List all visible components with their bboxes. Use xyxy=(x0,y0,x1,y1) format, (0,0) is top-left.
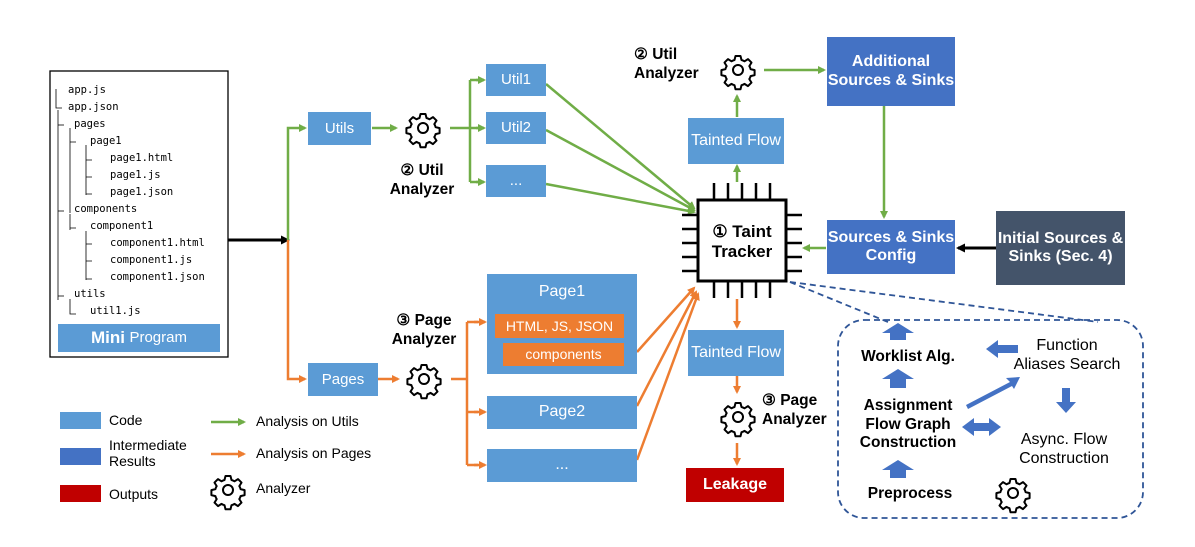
mini-program-label: Mini Program xyxy=(58,324,220,352)
program-label: Program xyxy=(129,329,187,347)
tree-item: page1 xyxy=(90,135,122,147)
tree-item: component1 xyxy=(90,220,154,232)
util-analyzer-top-gear-icon xyxy=(720,55,756,91)
page1-files: HTML, JS, JSON xyxy=(495,314,624,338)
legend-outputs-swatch xyxy=(60,485,101,502)
util-analyzer-label: ② Util Analyzer xyxy=(389,162,455,198)
worklist-alg-label: Worklist Alg. xyxy=(861,348,955,365)
legend-analysis-utils-label: Analysis on Utils xyxy=(256,413,359,429)
page1-title: Page1 xyxy=(538,282,586,300)
function-aliases-label: Function Aliases Search xyxy=(1013,337,1121,374)
assignment-flow-label: Assignment Flow Graph Construction xyxy=(859,397,957,452)
pages-to-tracker-arrows xyxy=(635,286,700,461)
tree-item: component1.html xyxy=(110,237,205,249)
util-more-node: ... xyxy=(486,165,546,197)
detail-block-arrows xyxy=(882,323,1076,478)
page-analyzer-gear-icon xyxy=(406,364,442,400)
util1-node: Util1 xyxy=(486,64,546,96)
tree-item: app.json xyxy=(68,101,119,113)
preprocess-label: Preprocess xyxy=(867,485,953,502)
tree-item: page1.json xyxy=(110,186,174,198)
file-tree-lines xyxy=(55,89,92,315)
tracker-detail-dashed-left xyxy=(789,281,889,323)
legend-gear-icon xyxy=(210,475,246,511)
pages-node: Pages xyxy=(308,363,378,396)
legend-code-label: Code xyxy=(109,412,143,428)
mini-label: Mini xyxy=(91,328,125,348)
tree-item: util1.js xyxy=(90,305,141,317)
page-analyzer-label: ③ Page Analyzer xyxy=(391,312,457,348)
additional-sources-node: Additional Sources & Sinks xyxy=(827,37,955,106)
green-branch-utils xyxy=(286,124,307,240)
tree-item: component1.js xyxy=(110,254,193,266)
tree-item: page1.html xyxy=(110,152,174,164)
page1-node: Page1 HTML, JS, JSON components xyxy=(487,274,637,374)
page-analyzer-bottom-label: ③ Page Analyzer xyxy=(762,392,827,428)
mini-program-panel xyxy=(49,70,229,358)
util-analyzer-top-label: ② Util Analyzer xyxy=(634,46,699,82)
tree-item: components xyxy=(74,203,138,215)
tree-item: utils xyxy=(74,288,106,300)
legend-outputs-label: Outputs xyxy=(109,486,159,502)
detail-gear-icon xyxy=(995,478,1031,514)
legend-intermediate-label: Intermediate Results xyxy=(109,437,187,470)
legend-analysis-pages-label: Analysis on Pages xyxy=(256,445,372,461)
legend-analyzer-label: Analyzer xyxy=(256,480,311,496)
tainted-flow-bottom-node: Tainted Flow xyxy=(688,330,784,376)
page1-components: components xyxy=(503,343,624,366)
sources-sinks-config-node: Sources & Sinks Config xyxy=(827,220,955,274)
leakage-node: Leakage xyxy=(686,468,784,502)
tainted-flow-top-node: Tainted Flow xyxy=(688,118,784,164)
legend-code-swatch xyxy=(60,412,101,429)
utils-to-tracker-arrows xyxy=(545,83,696,215)
utils-node: Utils xyxy=(308,112,371,145)
legend-intermediate-swatch xyxy=(60,448,101,465)
util-analyzer-gear-icon xyxy=(405,113,441,149)
async-flow-label: Async. Flow Construction xyxy=(1019,431,1109,468)
taint-tracker-chip-icon xyxy=(682,183,802,298)
page2-node: Page2 xyxy=(487,396,637,429)
tree-item: component1.json xyxy=(110,271,205,283)
tree-item: pages xyxy=(74,118,106,130)
page-more-node: ... xyxy=(487,449,637,482)
orange-branch-pages xyxy=(286,240,307,383)
taint-tracker-label: ① Taint Tracker xyxy=(711,222,773,261)
tree-item: app.js xyxy=(68,84,106,96)
tree-item: page1.js xyxy=(110,169,161,181)
initial-sources-node: Initial Sources & Sinks (Sec. 4) xyxy=(996,211,1125,285)
analyzer-to-pages-arrows xyxy=(451,320,478,467)
page-analyzer-bottom-gear-icon xyxy=(720,402,756,438)
tracker-detail-dashed-right xyxy=(789,281,1099,323)
util2-node: Util2 xyxy=(486,112,546,144)
